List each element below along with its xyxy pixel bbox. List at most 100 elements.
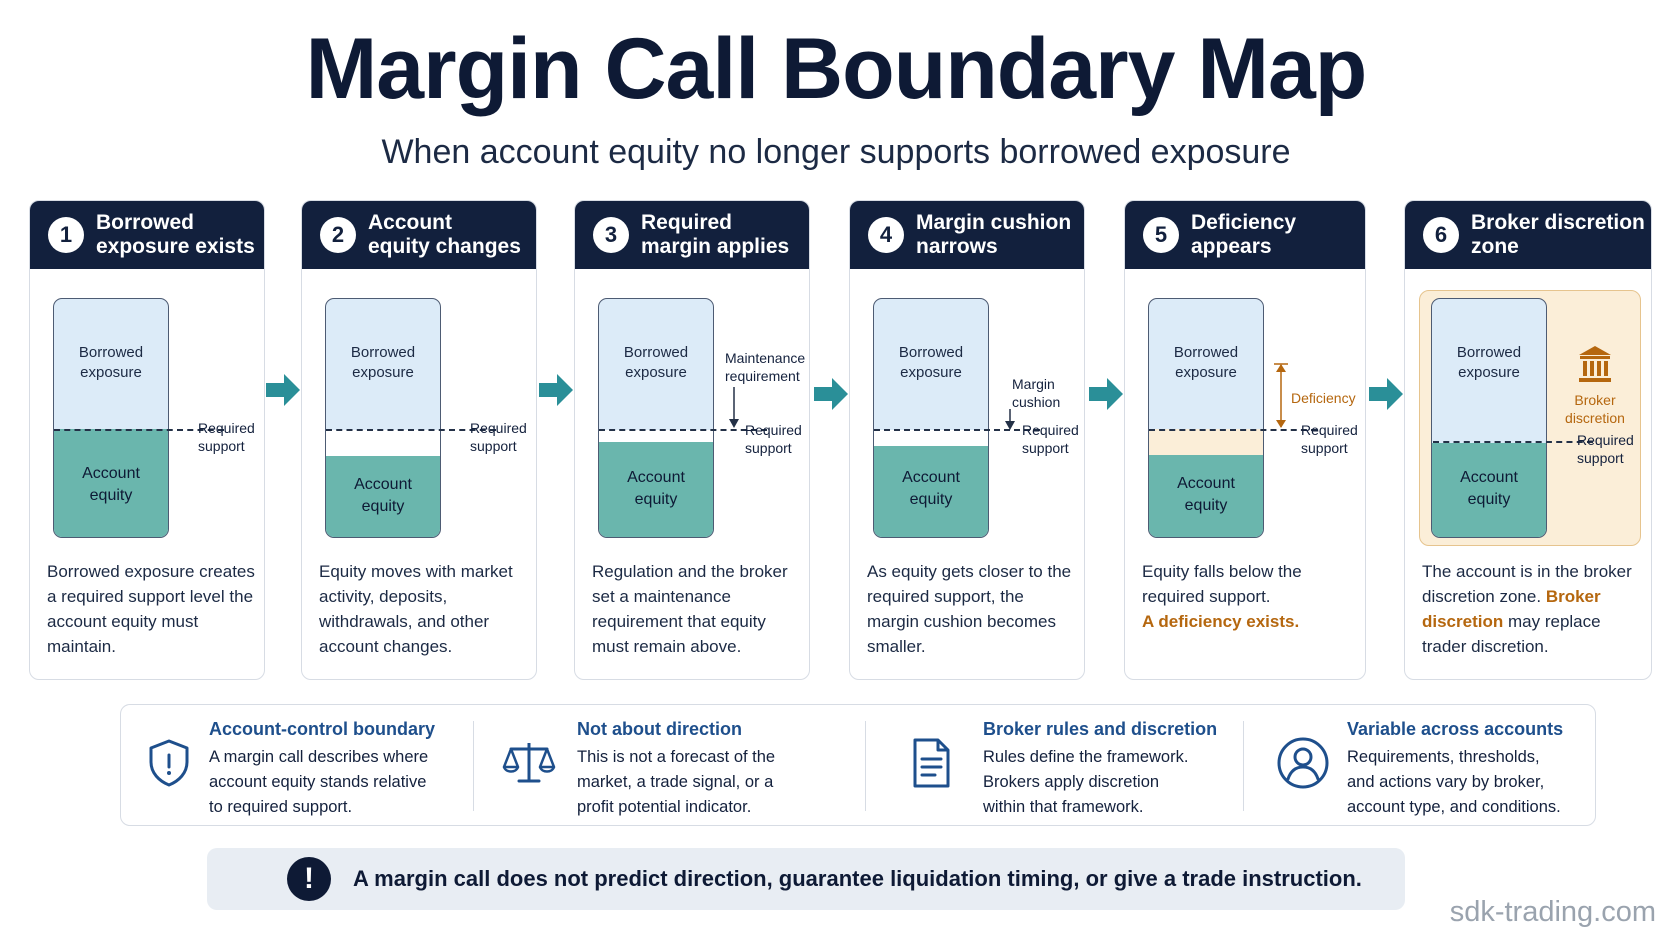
step-description: As equity gets closer to the required su…: [867, 562, 1072, 656]
step-diagram: Borrowed exposure Account equity Deficie…: [1125, 269, 1361, 539]
exposure-bar: Borrowed exposure Account equity: [1148, 298, 1264, 538]
step-description: The account is in the broker discretion …: [1422, 559, 1632, 659]
step-number-badge: 6: [1423, 217, 1459, 253]
step-header: 4 Margin cushion narrows: [850, 201, 1084, 269]
info-title: Account-control boundary: [209, 719, 435, 739]
required-support-line: [54, 429, 224, 431]
step-diagram: Borrowed exposure Account equity Require…: [30, 269, 264, 539]
scales-icon: [502, 743, 556, 783]
flow-arrow-icon: [539, 374, 573, 406]
discretion-highlight: Broker discretion: [1422, 587, 1601, 631]
info-item-broker-rules: Broker rules and discretion Rules define…: [881, 705, 1233, 827]
page-title: Margin Call Boundary Map: [305, 21, 1368, 117]
account-equity-fill: [599, 442, 713, 537]
flow-arrow-icon: [1089, 378, 1123, 410]
cushion-gap: [874, 430, 988, 446]
exposure-bar: Borrowed exposure Account equity: [873, 298, 989, 538]
required-support-line: [874, 429, 1040, 431]
required-support-label: Required support: [745, 422, 802, 456]
document-icon: [913, 738, 950, 788]
account-equity-label: Account equity: [902, 469, 960, 508]
account-equity-fill: [54, 429, 168, 537]
info-panel: Account-control boundary A margin call d…: [120, 704, 1596, 826]
account-equity-fill: [326, 456, 440, 537]
info-title: Not about direction: [577, 719, 742, 739]
required-support-line: [1433, 441, 1593, 443]
step-number-badge: 4: [868, 217, 904, 253]
account-equity-fill: [1432, 443, 1546, 537]
account-equity-fill: [1149, 455, 1263, 537]
disclaimer-text: A margin call does not predict direction…: [353, 866, 1362, 891]
step-number-badge: 2: [320, 217, 356, 253]
borrowed-exposure-label: Borrowed exposure: [898, 344, 964, 381]
divider: [473, 721, 474, 811]
required-support-label: Required support: [1022, 422, 1079, 456]
step-title: Borrowed exposure exists: [96, 211, 255, 258]
step-description: Equity falls below the required support.…: [1142, 559, 1352, 634]
down-arrow-icon: [729, 387, 739, 428]
step-description: Regulation and the broker set a maintena…: [592, 562, 788, 656]
step-header: 6 Broker discretion zone: [1405, 201, 1651, 269]
info-text: A margin call describes where account eq…: [209, 748, 429, 816]
step-description: Borrowed exposure creates a required sup…: [47, 562, 255, 656]
step-title: Account equity changes: [368, 211, 521, 258]
step-card-1: 1 Borrowed exposure exists Borrowed expo…: [29, 200, 265, 680]
step-diagram: Borrowed exposure Account equity Mainten…: [575, 269, 809, 539]
step-header: 3 Required margin applies: [575, 201, 809, 269]
step-description: Equity moves with market activity, depos…: [319, 562, 513, 656]
margin-cushion-label: Margin cushion: [1012, 376, 1061, 410]
account-equity-fill: [874, 446, 988, 537]
step-card-2: 2 Account equity changes Borrowed exposu…: [301, 200, 537, 680]
cushion-gap: [326, 430, 440, 457]
deficiency-bracket-icon: [1274, 363, 1288, 428]
disclaimer-banner: ! A margin call does not predict directi…: [207, 848, 1405, 910]
deficiency-area: [1149, 429, 1263, 455]
step-number-badge: 5: [1143, 217, 1179, 253]
step-title: Margin cushion narrows: [916, 211, 1072, 258]
step-diagram: Borrowed exposure Account equity Broker …: [1405, 269, 1641, 546]
required-support-line: [326, 429, 496, 431]
maintenance-requirement-label: Maintenance requirement: [725, 350, 806, 384]
discretion-desc-post: may replace trader discretion.: [1422, 612, 1601, 656]
required-support-label: Required support: [198, 420, 255, 454]
step-number-badge: 1: [48, 217, 84, 253]
flow-arrow-icon: [266, 374, 300, 406]
step-card-6: 6 Broker discretion zone Borrowed exposu…: [1404, 200, 1652, 680]
borrowed-exposure-label: Borrowed exposure: [623, 344, 689, 381]
exposure-bar: Borrowed exposure Account equity: [53, 298, 169, 538]
deficiency-label: Deficiency: [1291, 390, 1356, 406]
user-icon: [1277, 737, 1329, 789]
bank-icon: [1579, 346, 1611, 382]
info-text: Requirements, thresholds, and actions va…: [1347, 748, 1561, 816]
info-item-variable: Variable across accounts Requirements, t…: [1261, 705, 1595, 827]
step-header: 2 Account equity changes: [302, 201, 536, 269]
deficiency-highlight: A deficiency exists.: [1142, 612, 1300, 631]
flow-arrow-icon: [814, 378, 848, 410]
broker-discretion-label: Broker discretion: [1565, 392, 1625, 426]
info-title: Broker rules and discretion: [983, 719, 1218, 739]
exposure-bar: Borrowed exposure Account equity: [1431, 298, 1547, 538]
down-arrow-icon: [1005, 409, 1015, 430]
brand-watermark: sdk-trading.com: [1449, 896, 1656, 928]
account-equity-label: Account equity: [82, 465, 140, 504]
exposure-bar: Borrowed exposure Account equity: [598, 298, 714, 538]
borrowed-exposure-label: Borrowed exposure: [78, 344, 144, 381]
borrowed-exposure-label: Borrowed exposure: [1173, 344, 1239, 381]
borrowed-exposure-label: Borrowed exposure: [350, 344, 416, 381]
step-title: Deficiency appears: [1191, 211, 1297, 258]
step-header: 1 Borrowed exposure exists: [30, 201, 264, 269]
required-support-label: Required support: [1577, 432, 1634, 466]
required-support-label: Required support: [1301, 422, 1358, 456]
step-card-4: 4 Margin cushion narrows Borrowed exposu…: [849, 200, 1085, 680]
step-title: Required margin applies: [641, 211, 790, 258]
discretion-desc-text: The account is in the broker discretion …: [1422, 562, 1632, 606]
divider: [865, 721, 866, 811]
step-card-3: 3 Required margin applies Borrowed expos…: [574, 200, 810, 680]
required-support-label: Required support: [470, 420, 527, 454]
account-equity-label: Account equity: [1177, 475, 1235, 514]
required-support-line: [1149, 429, 1317, 431]
info-text: This is not a forecast of the market, a …: [577, 748, 776, 816]
required-support-line: [599, 429, 767, 431]
cushion-gap: [599, 430, 713, 442]
info-item-direction: Not about direction This is not a foreca…: [501, 705, 865, 827]
